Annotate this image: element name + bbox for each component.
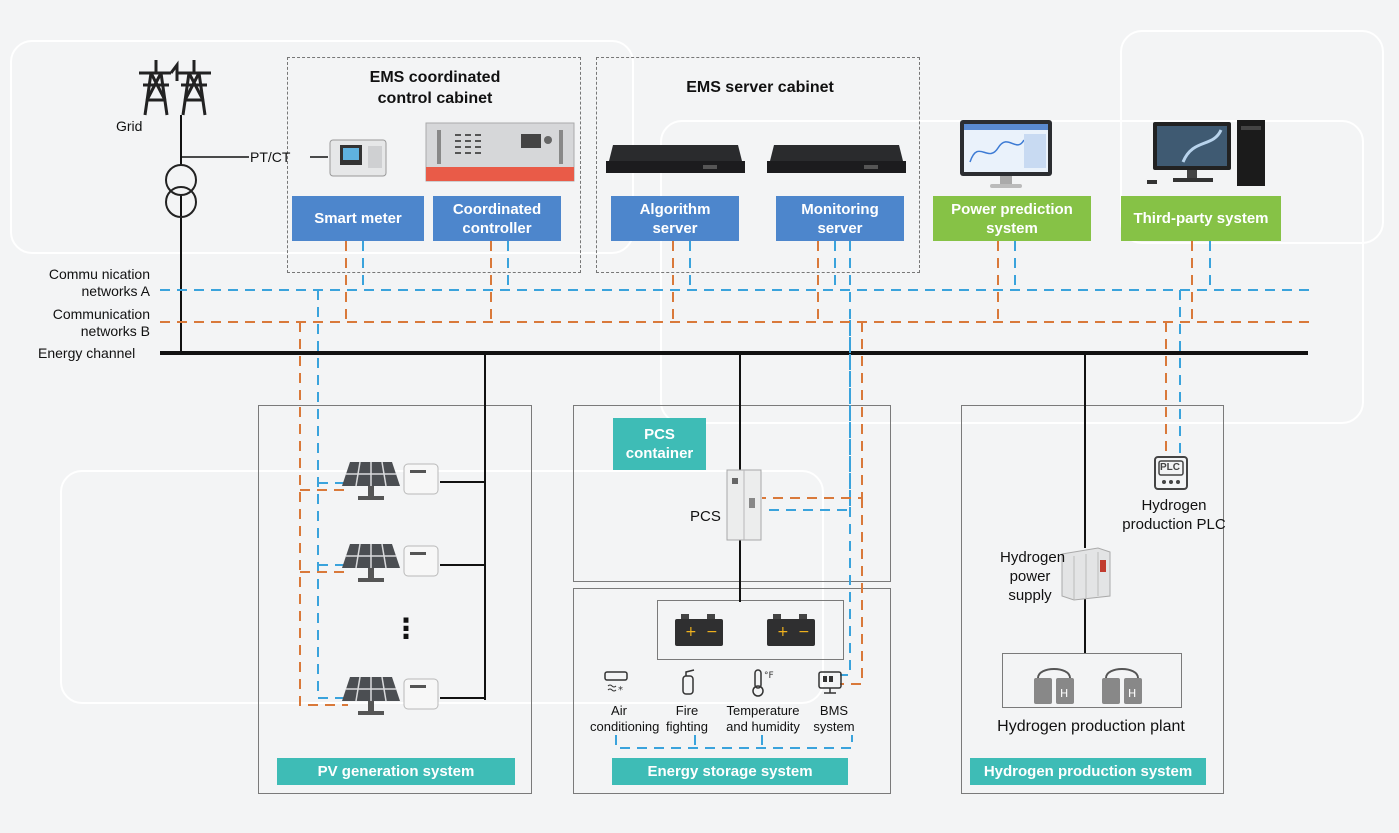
air-conditioning-label: Air conditioning [590, 703, 660, 734]
algorithm-server-device-icon [606, 145, 745, 173]
hydrogen-plc-label: Hydrogen production PLC [1122, 497, 1226, 533]
background-decoration [1120, 30, 1384, 244]
fire-extinguisher-icon [682, 669, 695, 695]
smart-meter-button[interactable]: Smart meter [292, 196, 424, 241]
ems-server-cabinet-frame [596, 57, 920, 273]
hydrogen-tank-icon: H [1034, 668, 1074, 704]
network-b-label-line1: Communication [52, 306, 150, 322]
bms-label: BMS system [813, 703, 855, 734]
solar-panel-icon [342, 676, 400, 715]
monitoring-server-button[interactable]: Monitoring server [776, 196, 904, 241]
temperature-humidity-label: Temperature and humidity [726, 703, 800, 734]
server-cabinet-title: EMS server cabinet [686, 79, 834, 96]
svg-text:+: + [777, 624, 789, 640]
network-a-label-line2: networks A [81, 283, 150, 299]
thermometer-icon: °F [752, 669, 774, 697]
hydrogen-system-title: Hydrogen production system [970, 758, 1206, 785]
bms-icon [818, 671, 842, 694]
third-party-button[interactable]: Third-party system [1121, 196, 1281, 241]
pv-ellipsis: ⋮ [392, 613, 420, 644]
battery-icon: + − [675, 614, 723, 646]
ptct-label: PT/CT [250, 149, 291, 165]
power-prediction-monitor-icon [960, 120, 1052, 188]
svg-text:+: + [685, 624, 697, 640]
pv-system-frame [258, 405, 532, 794]
battery-group-frame [657, 600, 844, 660]
power-tower-icon [139, 60, 211, 116]
hydrogen-power-supply-label: Hydrogen power supply [1000, 549, 1066, 604]
monitoring-server-device-icon [767, 145, 906, 173]
solar-panel-icon [342, 543, 400, 582]
smart-meter-device-icon [329, 139, 387, 177]
grid-label: Grid [116, 118, 143, 134]
inverter-icon [403, 463, 439, 495]
network-a-label: Commu nication networks A [34, 266, 150, 300]
h2-symbol: H [1060, 687, 1068, 700]
inverter-icon [403, 545, 439, 577]
pcs-label: PCS [690, 508, 721, 525]
hydrogen-power-supply-icon [1061, 547, 1111, 601]
energy-storage-title: Energy storage system [612, 758, 848, 785]
ems-cabinet-title: EMS coordinated control cabinet [369, 69, 501, 107]
plc-icon [1154, 456, 1188, 490]
energy-channel-label: Energy channel [38, 345, 136, 361]
network-b-label-line2: networks B [80, 323, 150, 339]
network-b-lines [160, 241, 1310, 706]
algorithm-server-button[interactable]: Algorithm server [611, 196, 739, 241]
solar-panel-icon [342, 461, 400, 500]
pcs-container-title: PCS container [613, 418, 706, 470]
pcs-container-frame [573, 405, 891, 582]
svg-text:°F: °F [764, 671, 774, 681]
inverter-icon [403, 678, 439, 710]
battery-icon: + − [767, 614, 815, 646]
network-a-lines [160, 241, 1310, 749]
energy-storage-frame [573, 588, 891, 794]
h2-symbol: H [1128, 687, 1136, 700]
third-party-workstation-icon [1147, 120, 1265, 186]
hydrogen-system-frame [961, 405, 1224, 794]
background-decoration [60, 470, 824, 704]
svg-text:−: − [798, 624, 810, 640]
pcs-cabinet-icon [726, 469, 762, 541]
network-a-label-line1: Commu nication [48, 266, 150, 282]
network-b-label: Communication networks B [34, 306, 150, 340]
coordinated-controller-device-icon [425, 122, 575, 182]
svg-text:*: * [618, 685, 623, 696]
power-prediction-button[interactable]: Power prediction system [933, 196, 1091, 241]
ems-coordinated-cabinet-frame [287, 57, 581, 273]
hydrogen-plant-frame [1002, 653, 1182, 708]
plc-icon-text: PLC [1160, 462, 1180, 473]
coordinated-controller-button[interactable]: Coordinated controller [433, 196, 561, 241]
fire-fighting-label: Fire fighting [666, 703, 708, 734]
hydrogen-plant-label: Hydrogen production plant [997, 718, 1185, 735]
svg-text:−: − [706, 624, 718, 640]
air-conditioner-icon: * [604, 671, 628, 696]
pv-system-title: PV generation system [277, 758, 515, 785]
transformer-icon [165, 164, 197, 218]
hydrogen-tank-icon: H [1102, 668, 1142, 704]
